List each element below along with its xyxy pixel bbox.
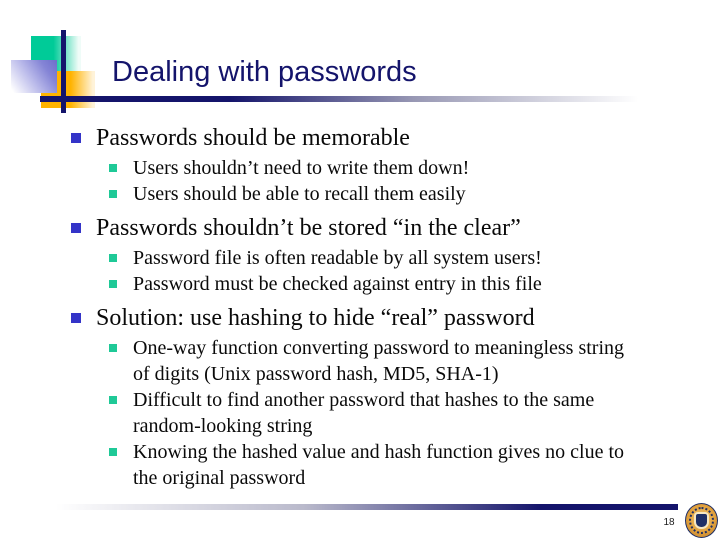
teal-square-bullet-icon bbox=[109, 164, 117, 172]
decor-purple-square-icon bbox=[11, 60, 57, 93]
bullet-section: Passwords should be memorable Users shou… bbox=[71, 121, 696, 207]
university-seal-logo bbox=[685, 503, 718, 538]
level2-bullet-text: Users shouldn’t need to write them down! bbox=[133, 157, 470, 179]
teal-square-bullet-icon bbox=[109, 280, 117, 288]
blue-square-bullet-icon bbox=[71, 133, 81, 143]
seal-shield-icon bbox=[696, 514, 707, 527]
level1-bullet-text: Solution: use hashing to hide “real” pas… bbox=[96, 305, 535, 331]
title-underline-rule bbox=[40, 96, 720, 102]
level2-bullet-item: One-way function converting password to … bbox=[109, 335, 696, 387]
level2-bullet-text: Password must be checked against entry i… bbox=[133, 273, 542, 295]
teal-square-bullet-icon bbox=[109, 254, 117, 262]
level2-bullet-text: Knowing the hashed value and hash functi… bbox=[133, 441, 624, 489]
teal-square-bullet-icon bbox=[109, 448, 117, 456]
teal-square-bullet-icon bbox=[109, 396, 117, 404]
bullet-section: Solution: use hashing to hide “real” pas… bbox=[71, 301, 696, 491]
footer-rule bbox=[56, 504, 678, 510]
level2-bullet-item: Knowing the hashed value and hash functi… bbox=[109, 439, 696, 491]
level1-bullet-item: Passwords shouldn’t be stored “in the cl… bbox=[71, 211, 696, 245]
level1-bullet-item: Passwords should be memorable bbox=[71, 121, 696, 155]
page-number: 18 bbox=[663, 517, 675, 528]
level2-bullet-item: Users shouldn’t need to write them down! bbox=[109, 155, 696, 181]
blue-square-bullet-icon bbox=[71, 313, 81, 323]
decor-vertical-rule bbox=[61, 30, 66, 113]
level2-bullet-item: Password must be checked against entry i… bbox=[109, 271, 696, 297]
level2-bullet-text: Users should be able to recall them easi… bbox=[133, 183, 466, 205]
level2-bullet-item: Difficult to find another password that … bbox=[109, 387, 696, 439]
level2-bullet-item: Users should be able to recall them easi… bbox=[109, 181, 696, 207]
level1-bullet-text: Passwords shouldn’t be stored “in the cl… bbox=[96, 215, 521, 241]
level2-bullet-text: Password file is often readable by all s… bbox=[133, 247, 542, 269]
teal-square-bullet-icon bbox=[109, 344, 117, 352]
blue-square-bullet-icon bbox=[71, 223, 81, 233]
bullet-section: Passwords shouldn’t be stored “in the cl… bbox=[71, 211, 696, 297]
level2-bullet-item: Password file is often readable by all s… bbox=[109, 245, 696, 271]
seal-ring-icon bbox=[689, 507, 714, 534]
level1-bullet-text: Passwords should be memorable bbox=[96, 125, 410, 151]
level1-bullet-item: Solution: use hashing to hide “real” pas… bbox=[71, 301, 696, 335]
teal-square-bullet-icon bbox=[109, 190, 117, 198]
slide-title: Dealing with passwords bbox=[112, 56, 417, 88]
level2-bullet-text: Difficult to find another password that … bbox=[133, 389, 595, 437]
slide-body: Passwords should be memorable Users shou… bbox=[71, 121, 696, 491]
level2-bullet-text: One-way function converting password to … bbox=[133, 337, 625, 385]
